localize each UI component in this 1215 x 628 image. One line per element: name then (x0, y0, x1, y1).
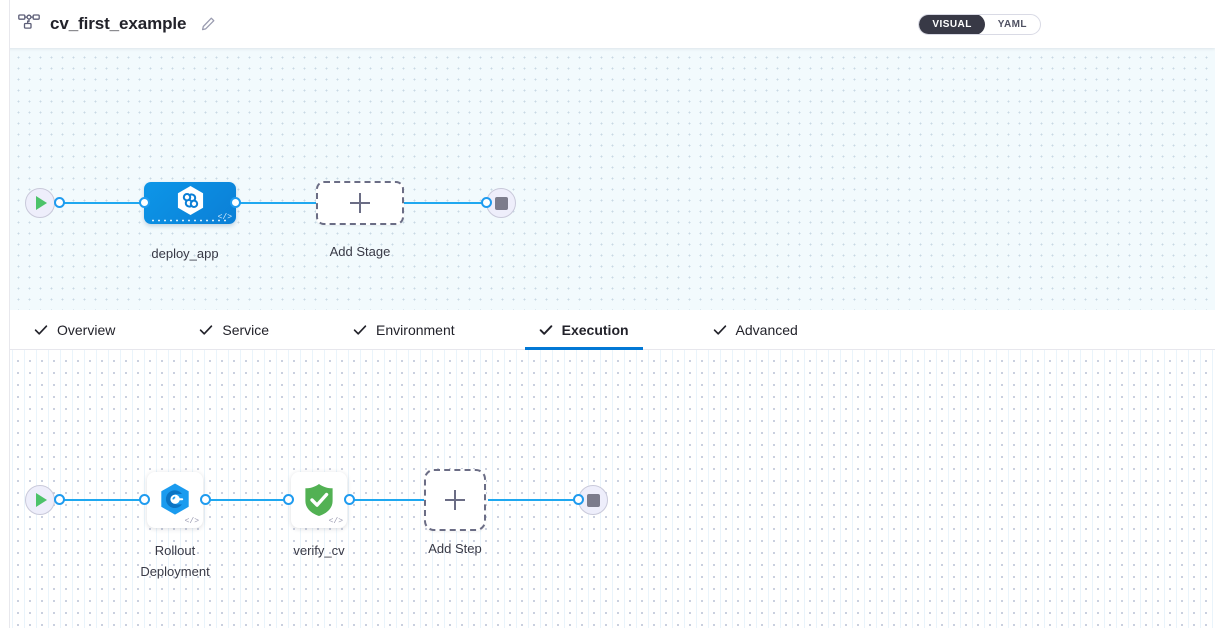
start-node[interactable] (25, 188, 55, 218)
end-node-connector-dot (481, 197, 492, 208)
check-icon (713, 323, 727, 337)
exec-start-connector-dot (54, 494, 65, 505)
tab-overview[interactable]: Overview (20, 310, 129, 349)
connector-start-to-rollout (58, 499, 150, 501)
view-mode-toggle[interactable]: VISUAL YAML (918, 13, 1041, 35)
kubernetes-rollout-icon (158, 482, 192, 518)
step-label-rollout-line2: Deployment (140, 564, 210, 579)
stage-input-connector-dot (139, 197, 150, 208)
pencil-edit-icon[interactable] (200, 16, 216, 32)
stage-node-box[interactable]: </> (144, 182, 236, 224)
tab-overview-label: Overview (57, 321, 116, 338)
exec-start-node-circle[interactable] (25, 485, 55, 515)
step-node-box[interactable]: </> (147, 472, 203, 528)
rollout-input-connector-dot (139, 494, 150, 505)
start-node-connector-dot (54, 197, 65, 208)
stage-code-badge: </> (217, 213, 232, 222)
add-step-label: Add Step (428, 541, 482, 556)
add-stage-label: Add Stage (329, 244, 391, 259)
header-bar: cv_first_example VISUAL YAML (0, 0, 1215, 48)
stage-node-deploy-app[interactable]: </> (144, 182, 236, 224)
exec-end-connector-dot (573, 494, 584, 505)
connector-rollout-to-verify (204, 499, 296, 501)
view-mode-yaml[interactable]: YAML (997, 18, 1027, 30)
step-node-rollout-deployment[interactable]: </> (147, 472, 203, 528)
tab-execution[interactable]: Execution (524, 310, 643, 350)
execution-graph-canvas[interactable]: </> Rollout Deployment </> verify_cv (10, 350, 1215, 628)
step-label-rollout-line1: Rollout (154, 543, 196, 558)
header-left-group: cv_first_example (0, 14, 216, 34)
step-node-box[interactable]: </> (291, 472, 347, 528)
add-step-box[interactable] (424, 469, 486, 531)
exec-end-node-circle[interactable] (578, 485, 608, 515)
verify-input-connector-dot (283, 494, 294, 505)
connector-addstep-to-end (488, 499, 583, 501)
check-icon (34, 323, 48, 337)
check-icon (199, 323, 213, 337)
tab-environment-label: Environment (376, 321, 455, 338)
view-mode-visual[interactable]: VISUAL (919, 14, 985, 34)
tab-service-label: Service (222, 321, 270, 338)
stage-selected-indicator (150, 219, 230, 222)
start-node-circle[interactable] (25, 188, 55, 218)
tab-environment[interactable]: Environment (339, 310, 469, 349)
tab-advanced[interactable]: Advanced (699, 310, 812, 349)
tab-advanced-label: Advanced (735, 321, 798, 338)
step-node-verify-cv[interactable]: </> (291, 472, 347, 528)
connector-stage-to-addstage (225, 202, 325, 204)
left-rail (0, 0, 10, 628)
stage-node-label: deploy_app (151, 246, 219, 261)
step-label-verify-cv: verify_cv (293, 543, 345, 558)
step-code-badge: </> (328, 517, 343, 526)
connector-addstage-to-end (395, 202, 491, 204)
green-shield-check-icon (302, 482, 336, 518)
stop-icon (586, 493, 600, 507)
stage-config-tabs: Overview Service Environment Execution A (10, 310, 1215, 350)
stage-output-connector-dot (230, 197, 241, 208)
header-right-group: VISUAL YAML (918, 13, 1215, 35)
play-icon (36, 493, 47, 507)
pipeline-graph-icon (18, 14, 40, 34)
page-title: cv_first_example (50, 14, 187, 33)
exec-start-node[interactable] (25, 485, 55, 515)
harness-deploy-icon (176, 185, 205, 221)
step-code-badge: </> (184, 517, 199, 526)
check-icon (353, 323, 367, 337)
verify-output-connector-dot (344, 494, 355, 505)
plus-icon (445, 490, 465, 510)
tab-service[interactable]: Service (185, 310, 283, 349)
add-stage-button[interactable] (316, 181, 404, 225)
add-step-button[interactable] (424, 469, 486, 531)
play-icon (36, 196, 47, 210)
add-stage-box[interactable] (316, 181, 404, 225)
check-icon (539, 323, 553, 337)
tab-execution-label: Execution (561, 321, 629, 338)
rollout-output-connector-dot (200, 494, 211, 505)
plus-icon (350, 193, 370, 213)
connector-verify-to-addstep (348, 499, 448, 501)
connector-start-to-stage (58, 202, 150, 204)
stop-icon (494, 196, 508, 210)
exec-end-node[interactable] (578, 485, 608, 515)
stage-graph-canvas[interactable]: </> deploy_app Add Stage (10, 48, 1215, 310)
